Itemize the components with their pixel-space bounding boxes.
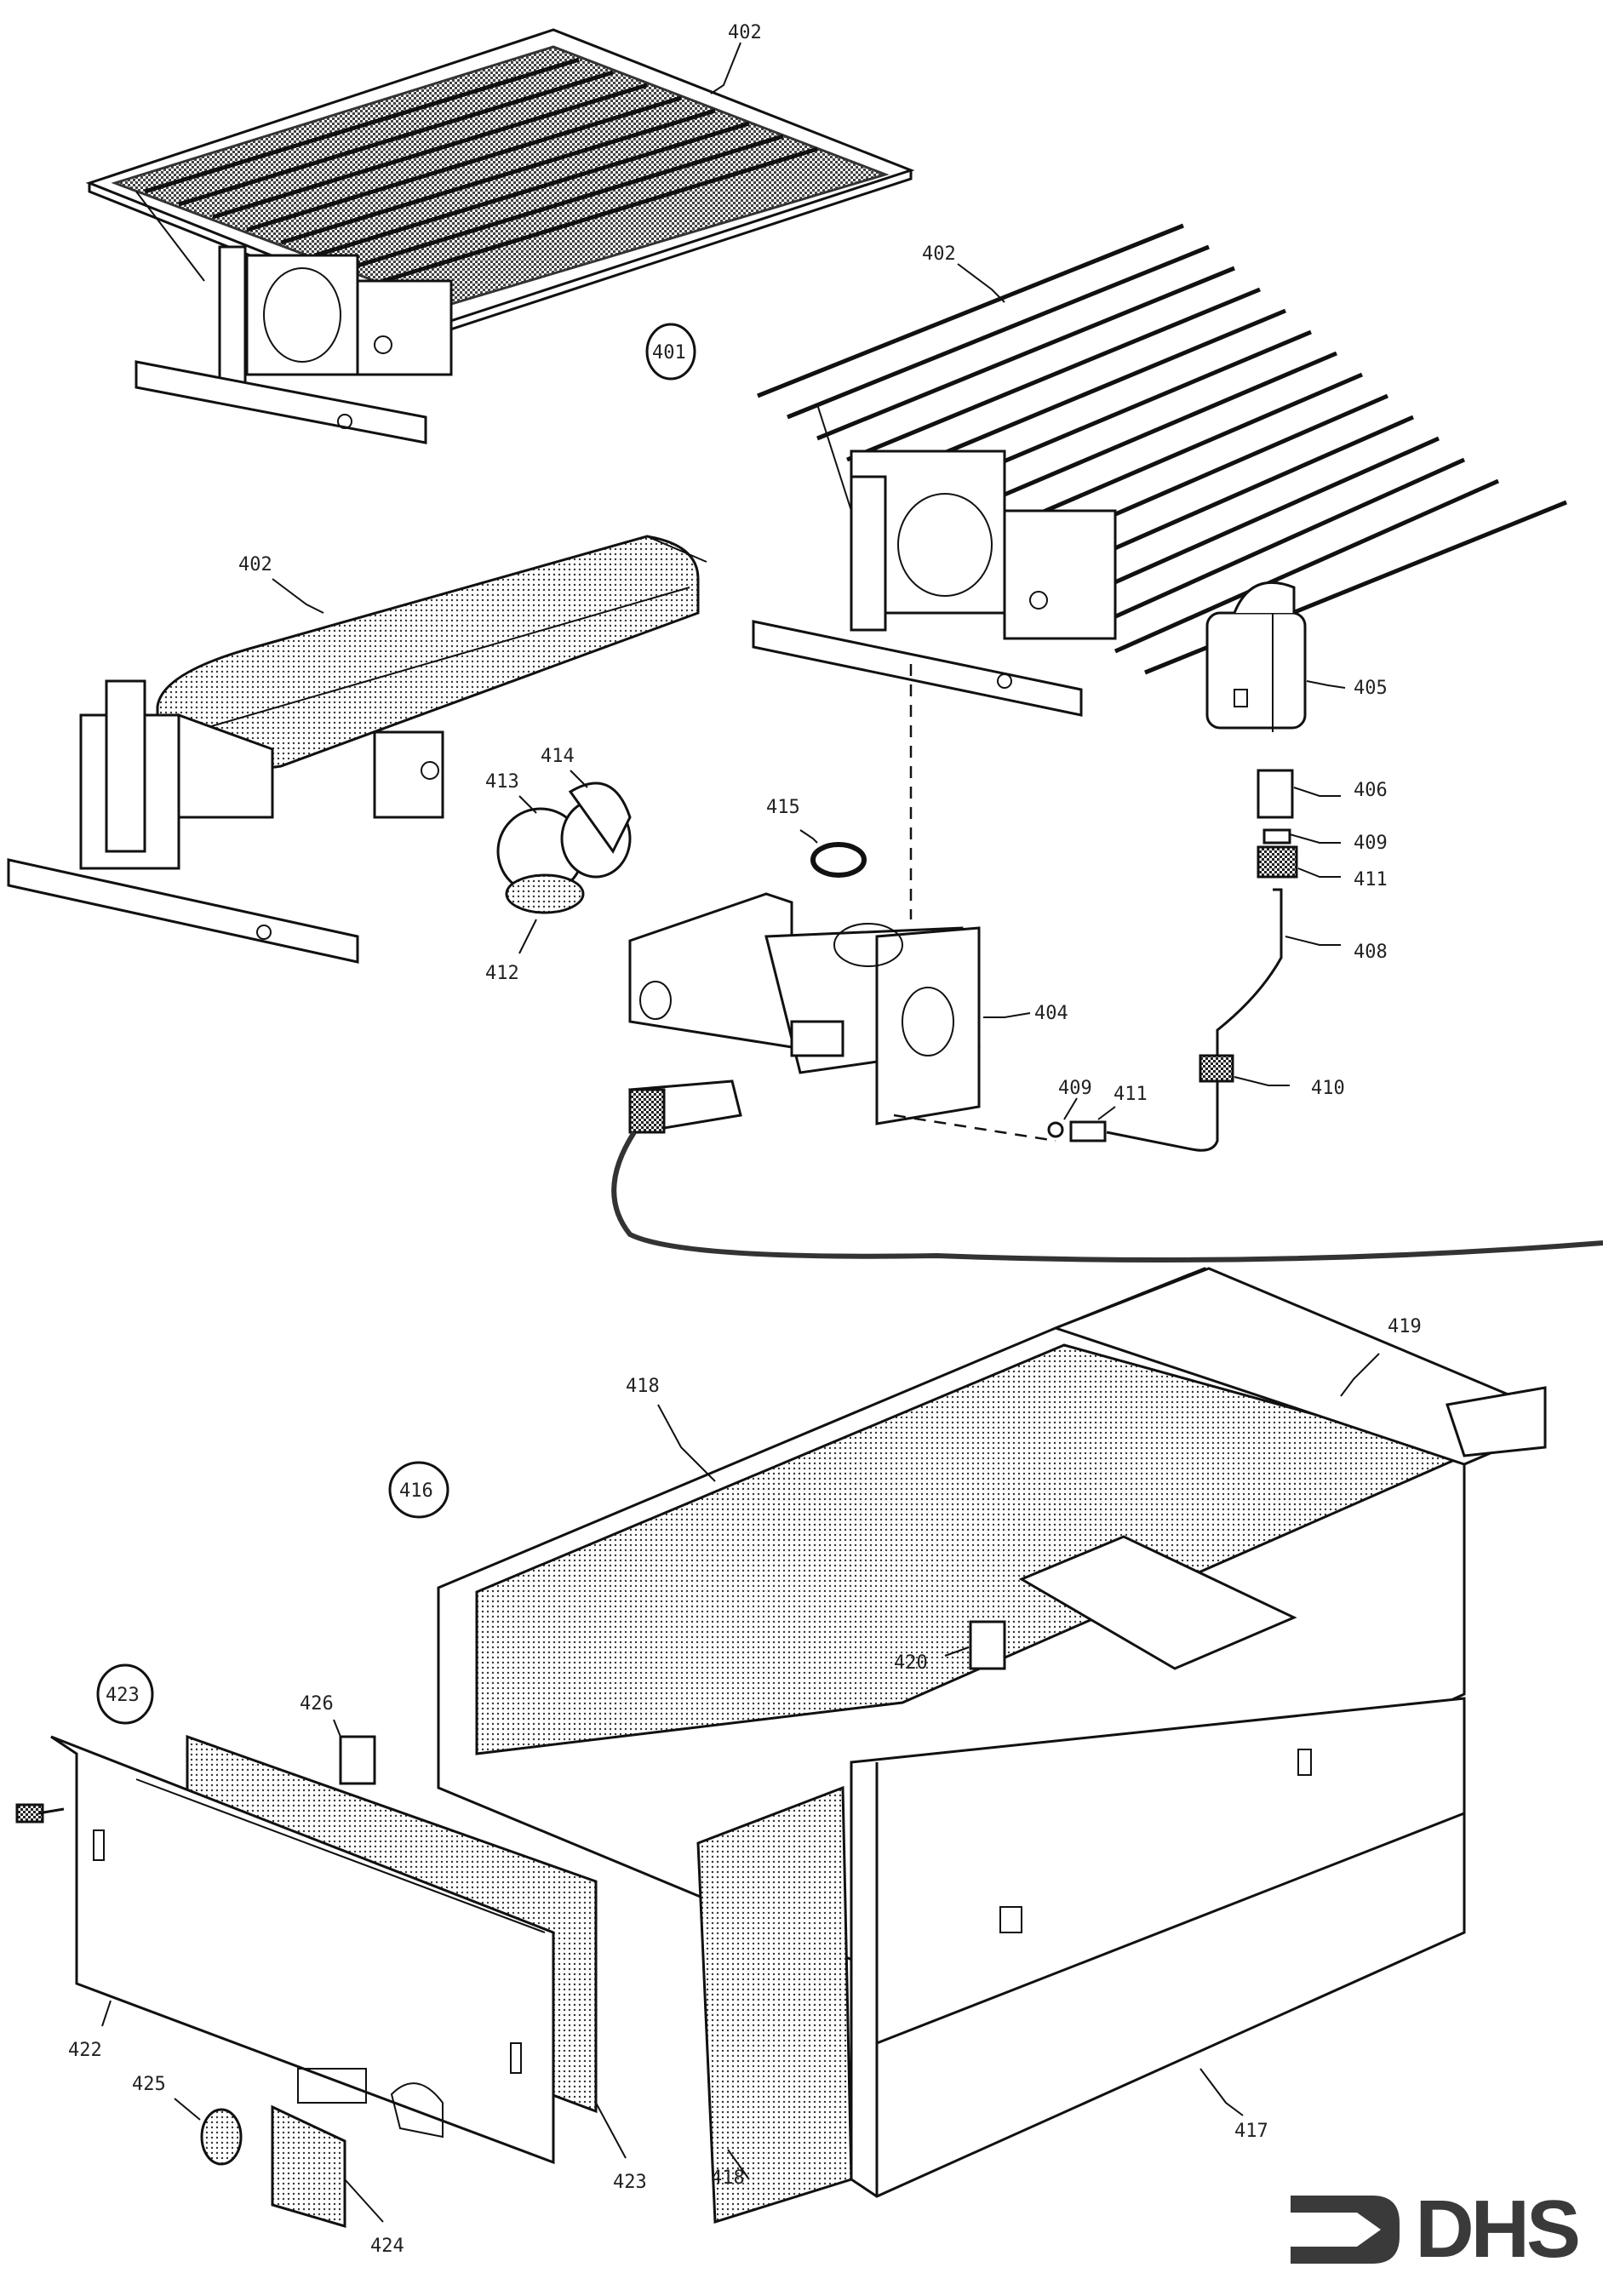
label-414: 414 xyxy=(541,746,575,767)
o-ring-415 xyxy=(810,842,867,878)
clip-420 xyxy=(969,1620,1006,1670)
nut-411-lower xyxy=(1069,1120,1107,1142)
screw xyxy=(15,1803,65,1824)
label-409-lower: 409 xyxy=(1058,1078,1092,1099)
callout-401: 401 xyxy=(645,323,696,381)
label-410: 410 xyxy=(1311,1078,1345,1099)
label-418-top: 418 xyxy=(626,1376,660,1397)
label-402-right: 402 xyxy=(922,243,956,265)
label-401: 401 xyxy=(652,342,686,364)
insulation-418-lower xyxy=(696,1785,853,2224)
label-417: 417 xyxy=(1234,2121,1268,2142)
label-405: 405 xyxy=(1354,678,1388,699)
logo-text: DHS xyxy=(1415,2184,1581,2275)
dhs-logo: DHS xyxy=(1279,2184,1581,2275)
nut-411-upper xyxy=(1257,845,1298,879)
label-419: 419 xyxy=(1388,1316,1422,1337)
label-416: 416 xyxy=(399,1480,433,1502)
burner-402-tube xyxy=(7,535,707,964)
label-422: 422 xyxy=(68,2040,102,2061)
label-406: 406 xyxy=(1354,780,1388,801)
callout-423: 423 xyxy=(96,1663,154,1725)
label-423-circle: 423 xyxy=(106,1685,140,1706)
label-415: 415 xyxy=(766,797,800,818)
label-424: 424 xyxy=(370,2236,404,2257)
ferrule-409-upper xyxy=(1262,828,1291,845)
ferrule-409-lower xyxy=(1047,1121,1064,1138)
label-plate-424 xyxy=(271,2104,346,2229)
label-423-lower: 423 xyxy=(613,2172,647,2193)
label-413: 413 xyxy=(485,771,519,793)
alignment-line-2 xyxy=(893,1114,1056,1142)
combustion-box-419 xyxy=(437,1267,1547,1968)
label-408: 408 xyxy=(1354,942,1388,963)
arrow-bracket-icon xyxy=(1291,2196,1400,2264)
front-panel-417 xyxy=(850,1697,1466,2198)
label-411-lower: 411 xyxy=(1114,1084,1148,1105)
label-418-lower: 418 xyxy=(711,2167,745,2189)
clip-426 xyxy=(339,1735,376,1785)
label-425: 425 xyxy=(132,2074,166,2095)
plug-425 xyxy=(200,2108,243,2166)
cover-plate-422 xyxy=(50,1735,555,2165)
callout-416: 416 xyxy=(388,1461,449,1519)
fitting-406 xyxy=(1257,769,1294,819)
label-411-upper: 411 xyxy=(1354,869,1388,890)
label-402-left: 402 xyxy=(238,554,272,575)
label-412: 412 xyxy=(485,963,519,984)
label-420: 420 xyxy=(894,1652,928,1674)
gas-valve-404 xyxy=(628,892,981,1125)
burner-402-grid xyxy=(85,28,915,444)
fittings-412-413-414 xyxy=(496,782,632,914)
label-426: 426 xyxy=(300,1693,334,1715)
label-409-upper: 409 xyxy=(1354,833,1388,854)
wire-harness xyxy=(611,1079,1603,1263)
component-405 xyxy=(1205,581,1307,732)
grommet-410 xyxy=(1199,1054,1234,1083)
label-404: 404 xyxy=(1034,1003,1068,1024)
label-402-top: 402 xyxy=(728,22,762,43)
burner-402-ribbed xyxy=(752,223,1567,717)
tube-408 xyxy=(1106,888,1283,1152)
